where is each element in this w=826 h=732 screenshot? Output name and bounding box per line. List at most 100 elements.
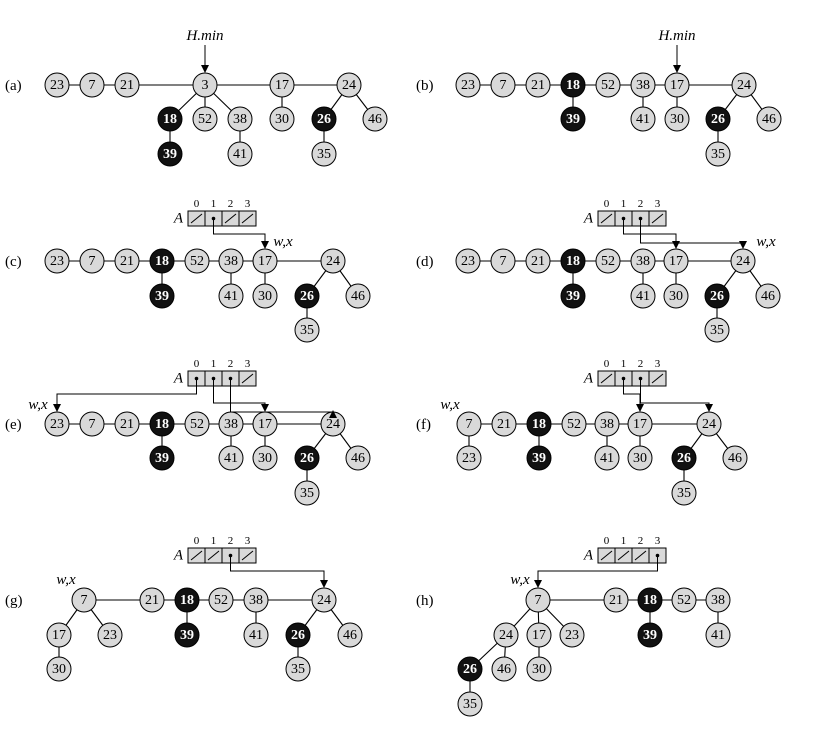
node-key: 23 <box>462 451 476 466</box>
node-circle <box>79 411 105 437</box>
heap-node-38: 38 <box>243 587 269 613</box>
node-key: 30 <box>258 289 272 304</box>
panel-label: (a) <box>5 78 22 94</box>
node-key: 26 <box>710 289 724 304</box>
node-key: 30 <box>670 112 684 127</box>
heap-node-17: 17 <box>252 411 278 437</box>
heap-node-24: 24 <box>320 248 346 274</box>
node-key: 41 <box>249 628 263 643</box>
node-circle <box>44 248 70 274</box>
node-circle <box>149 248 175 274</box>
node-key: 24 <box>317 593 331 608</box>
node-key: 41 <box>224 451 238 466</box>
node-circle <box>79 248 105 274</box>
node-key: 38 <box>600 417 614 432</box>
array-index: 0 <box>194 198 200 210</box>
heap-node-38: 38 <box>705 587 731 613</box>
nil-slash <box>600 213 613 224</box>
node-key: 18 <box>643 593 657 608</box>
node-circle <box>595 72 621 98</box>
heap-node-41: 41 <box>218 445 244 471</box>
heap-node-24: 24 <box>493 622 519 648</box>
node-key: 39 <box>566 289 580 304</box>
node-key: 24 <box>326 254 340 269</box>
node-key: 17 <box>275 78 289 93</box>
heap-node-26: 26 <box>705 106 731 132</box>
node-key: 18 <box>566 78 580 93</box>
node-key: 52 <box>677 593 691 608</box>
node-circle <box>526 445 552 471</box>
node-circle <box>294 480 320 506</box>
node-circle <box>79 72 105 98</box>
node-circle <box>97 622 123 648</box>
node-key: 26 <box>317 112 331 127</box>
nil-slash <box>651 213 664 224</box>
heap-node-17: 17 <box>663 248 689 274</box>
node-key: 46 <box>728 451 742 466</box>
pointer-label: H.min <box>185 28 223 44</box>
node-key: 23 <box>565 628 579 643</box>
heap-node-18: 18 <box>637 587 663 613</box>
pointer-label: w,x <box>56 572 76 588</box>
node-key: 17 <box>532 628 546 643</box>
heap-node-21: 21 <box>603 587 629 613</box>
heap-node-17: 17 <box>46 622 72 648</box>
node-key: 41 <box>636 112 650 127</box>
node-key: 35 <box>300 323 314 338</box>
node-circle <box>285 622 311 648</box>
node-key: 46 <box>351 289 365 304</box>
pointer-label: w,x <box>28 397 48 413</box>
nil-slash <box>207 550 220 561</box>
node-key: 7 <box>81 593 88 608</box>
heap-node-52: 52 <box>184 411 210 437</box>
node-key: 39 <box>155 451 169 466</box>
node-circle <box>525 248 551 274</box>
node-circle <box>252 283 278 309</box>
node-circle <box>149 283 175 309</box>
array-index: 2 <box>638 535 644 547</box>
node-key: 7 <box>500 78 507 93</box>
node-key: 17 <box>669 254 683 269</box>
array-index: 1 <box>211 535 217 547</box>
heap-node-35: 35 <box>285 656 311 682</box>
node-circle <box>457 656 483 682</box>
node-circle <box>731 72 757 98</box>
node-circle <box>174 622 200 648</box>
node-key: 35 <box>677 486 691 501</box>
heap-node-35: 35 <box>705 141 731 167</box>
heap-node-17: 17 <box>252 248 278 274</box>
node-key: 7 <box>89 78 96 93</box>
node-key: 24 <box>342 78 356 93</box>
array-index: 2 <box>638 358 644 370</box>
heap-node-23: 23 <box>456 445 482 471</box>
pointer-label: H.min <box>657 28 695 44</box>
node-circle <box>456 445 482 471</box>
node-circle <box>627 411 653 437</box>
node-circle <box>311 106 337 132</box>
node-circle <box>71 587 97 613</box>
nil-slash <box>600 550 613 561</box>
heap-node-30: 30 <box>252 445 278 471</box>
heap-node-18: 18 <box>149 411 175 437</box>
node-key: 18 <box>155 254 169 269</box>
node-key: 46 <box>761 289 775 304</box>
node-circle <box>561 411 587 437</box>
node-key: 38 <box>233 112 247 127</box>
node-circle <box>218 248 244 274</box>
heap-node-38: 38 <box>218 248 244 274</box>
node-key: 23 <box>103 628 117 643</box>
node-key: 30 <box>258 451 272 466</box>
node-key: 39 <box>643 628 657 643</box>
node-circle <box>252 445 278 471</box>
heap-node-41: 41 <box>594 445 620 471</box>
node-circle <box>755 283 781 309</box>
node-key: 30 <box>669 289 683 304</box>
node-key: 39 <box>566 112 580 127</box>
node-key: 21 <box>531 78 545 93</box>
node-key: 46 <box>762 112 776 127</box>
node-key: 35 <box>710 323 724 338</box>
array-index: 0 <box>604 358 610 370</box>
